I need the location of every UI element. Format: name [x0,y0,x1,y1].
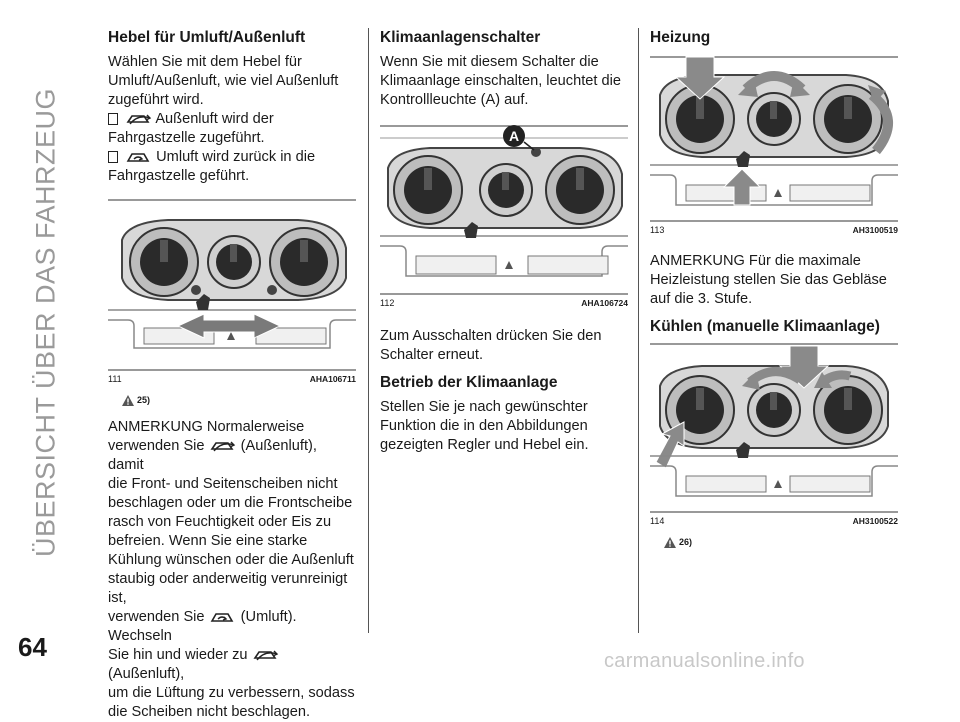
ac-switch-illustration: A [380,125,628,295]
column-3: Heizung [650,28,898,560]
section-heading: Heizung [650,29,711,46]
figure-number: 113 [650,225,665,235]
figure-114: 114 AH3100522 [650,342,898,527]
section-heading: Klimaanlagenschalter [380,29,541,46]
figure-caption: 114 AH3100522 [650,516,898,527]
recirculation-icon [210,613,233,622]
figure-111: 111 AHA106711 [108,198,356,385]
figure-113: 113 AH3100519 [650,55,898,236]
column-divider [368,28,369,633]
column-2: Klimaanlagenschalter Wenn Sie mit diesem… [380,28,628,455]
footnote-number: 25) [137,395,151,405]
figure-caption: 112 AHA106724 [380,298,628,309]
paragraph: Wenn Sie mit diesem Schalter die Klimaan… [380,54,621,108]
outside-air-icon [210,441,235,452]
note-paragraph: die Front- und Seitenscheiben nicht besc… [108,476,354,606]
figure-caption: 113 AH3100519 [650,225,898,236]
figure-number: 111 [108,374,122,384]
recirculation-icon [126,153,150,162]
climate-panel-illustration [108,199,356,371]
column-divider [638,28,639,633]
checkbox-icon [108,113,118,126]
note-line: ANMERKUNG Normalerweise [108,419,305,435]
outside-air-icon [253,650,278,661]
figure-number: 112 [380,298,395,308]
warning-icon [664,537,676,548]
figure-caption: 111 AHA106711 [108,374,356,385]
list-item: Umluft wird zurück in die [108,148,356,167]
warning-icon [122,395,134,406]
figure-code: AHA106724 [581,298,628,308]
note-text: verwenden Sie [108,438,205,454]
note-line: Sie hin und wieder zu (Außenluft), [108,646,356,684]
section-heading: Kühlen (manuelle Klimaanlage) [650,318,880,335]
footnote-reference[interactable]: 25) [122,391,356,410]
note-text: verwenden Sie [108,609,205,625]
outside-air-icon [126,114,152,125]
note-line: verwenden Sie (Außenluft), damit [108,437,356,475]
side-section-title: ÜBERSICHT ÜBER DAS FAHRZEUG [30,87,61,558]
section-heading: Hebel für Umluft/Außenluft [108,29,306,46]
paragraph: Zum Ausschalten drücken Sie den Schalter… [380,328,602,363]
cooling-illustration [650,343,898,513]
paragraph: Wählen Sie mit dem Hebel für Umluft/Auße… [108,54,339,108]
page-number: 64 [18,632,47,662]
paragraph: Stellen Sie je nach gewünschter Funktion… [380,399,589,453]
note-paragraph: ANMERKUNG Für die maximale Heizleistung … [650,253,887,307]
list-item-cont: Fahrgastzelle geführt. [108,168,250,184]
note-text: (Außenluft), [108,666,185,682]
checkbox-icon [108,151,118,164]
list-item-text: Außenluft wird der [155,111,274,127]
figure-code: AH3100519 [852,225,898,235]
column-1: Hebel für Umluft/Außenluft Wählen Sie mi… [108,28,356,722]
footnote-number: 26) [679,537,693,547]
list-item-cont: Fahrgastzelle zugeführt. [108,130,265,146]
section-heading: Betrieb der Klimaanlage [380,374,558,391]
note-paragraph: um die Lüftung zu verbessern, sodass die… [108,685,355,720]
callout-label-a: A [509,128,519,144]
heating-illustration [650,56,898,222]
figure-112: A 112 AHA106724 [380,124,628,309]
watermark: carmanualsonline.info [604,650,805,672]
figure-code: AHA106711 [309,374,356,384]
note-line: verwenden Sie (Umluft). Wechseln [108,608,356,646]
note-text: Sie hin und wieder zu [108,647,248,663]
footnote-reference[interactable]: 26) [664,533,898,552]
note-text: (Außenluft), damit [108,438,317,473]
list-item-text: Umluft wird zurück in die [156,149,316,165]
figure-number: 114 [650,516,665,526]
note-text: (Umluft). Wechseln [108,609,297,644]
list-item: Außenluft wird der [108,110,356,129]
figure-code: AH3100522 [852,516,898,526]
